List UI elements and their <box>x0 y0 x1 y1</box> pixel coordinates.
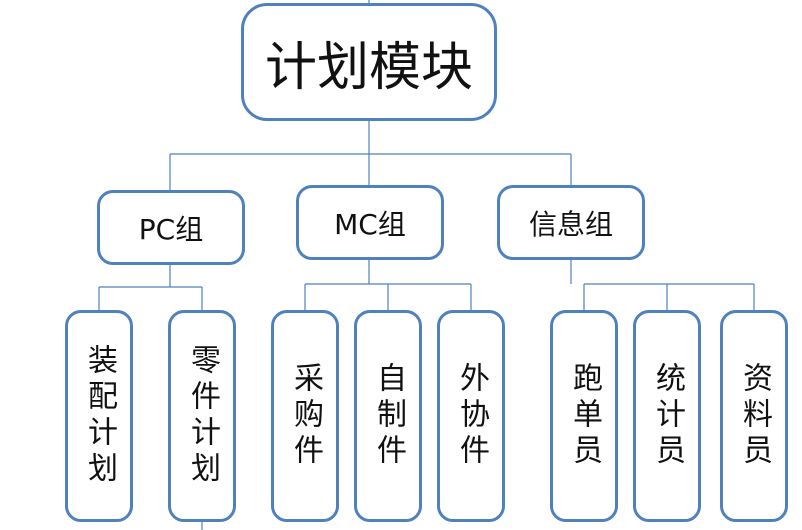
leaf-node: 外协件 <box>437 310 505 522</box>
connector-mc <box>304 260 472 310</box>
leaf-label: 统计员 <box>650 362 685 470</box>
connector-info <box>570 260 755 310</box>
group-node-info: 信息组 <box>497 185 645 260</box>
leaf-label: 自制件 <box>371 362 406 470</box>
leaf-node: 采购件 <box>271 310 339 522</box>
leaf-node: 自制件 <box>354 310 422 522</box>
leaf-label: 跑单员 <box>567 362 602 470</box>
connector-pc <box>98 265 203 310</box>
leaf-label: 采购件 <box>288 362 323 470</box>
leaf-node: 零件计划 <box>168 310 236 522</box>
connector-root <box>169 0 572 190</box>
group-label: PC组 <box>138 212 204 246</box>
group-label: 信息组 <box>528 207 613 241</box>
leaf-node: 统计员 <box>633 310 701 522</box>
leaf-label: 零件计划 <box>185 344 220 488</box>
leaf-label: 装配计划 <box>82 344 117 488</box>
group-label: MC组 <box>334 207 406 241</box>
leaf-label: 资料员 <box>737 362 772 470</box>
group-node-mc: MC组 <box>296 185 444 260</box>
leaf-label: 外协件 <box>454 362 489 470</box>
leaf-node: 资料员 <box>720 310 788 522</box>
root-label: 计划模块 <box>264 37 473 98</box>
leaf-node: 装配计划 <box>65 310 133 522</box>
group-node-pc: PC组 <box>97 190 245 265</box>
leaf-node: 跑单员 <box>550 310 618 522</box>
root-node: 计划模块 <box>241 3 497 121</box>
